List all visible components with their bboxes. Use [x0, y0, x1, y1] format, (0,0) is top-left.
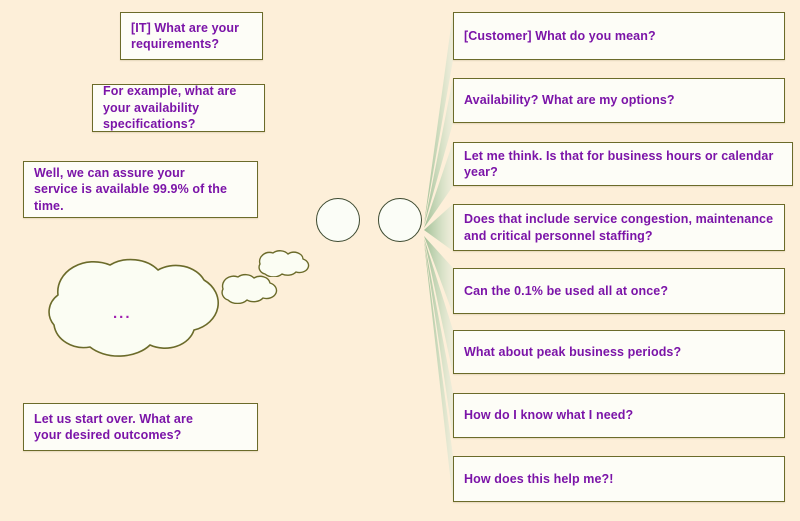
right-speech-box-3[interactable]: Does that include service congestion, ma…: [453, 204, 785, 251]
left-speech-box-1[interactable]: For example, what are your availability …: [92, 84, 265, 132]
thought-cloud-small-far: [258, 250, 310, 277]
right-speech-box-1[interactable]: Availability? What are my options?: [453, 78, 785, 123]
right-speech-text-3: Does that include service congestion, ma…: [464, 212, 774, 243]
right-speech-box-2[interactable]: Let me think. Is that for business hours…: [453, 142, 793, 186]
node-circle-left[interactable]: [316, 198, 360, 242]
thought-cloud-ellipsis: ...: [113, 305, 132, 322]
left-speech-text-1: For example, what are your availability …: [103, 84, 237, 132]
right-speech-text-1: Availability? What are my options?: [464, 93, 675, 108]
right-speech-text-6: How do I know what I need?: [464, 408, 634, 423]
right-speech-text-0: [Customer] What do you mean?: [464, 28, 656, 43]
right-speech-box-6[interactable]: How do I know what I need?: [453, 393, 785, 438]
left-speech-text-3: Let us start over. What are your desired…: [34, 411, 193, 443]
left-speech-text-0: [IT] What are your requirements?: [131, 20, 240, 52]
right-speech-text-2: Let me think. Is that for business hours…: [464, 148, 774, 180]
thought-cloud-small-near: [221, 273, 278, 304]
right-speech-box-0[interactable]: [Customer] What do you mean?: [453, 12, 785, 60]
right-speech-text-4: Can the 0.1% be used all at once?: [464, 283, 669, 298]
left-speech-box-3[interactable]: Let us start over. What are your desired…: [23, 403, 258, 451]
right-speech-box-7[interactable]: How does this help me?!: [453, 456, 785, 502]
left-speech-text-2: Well, we can assure your service is avai…: [34, 165, 227, 213]
node-circle-right[interactable]: [378, 198, 422, 242]
right-speech-box-5[interactable]: What about peak business periods?: [453, 330, 785, 374]
left-speech-box-0[interactable]: [IT] What are your requirements?: [120, 12, 263, 60]
right-speech-text-7: How does this help me?!: [464, 471, 614, 486]
left-speech-box-2[interactable]: Well, we can assure your service is avai…: [23, 161, 258, 218]
thought-cloud-large: [48, 258, 219, 357]
right-speech-text-5: What about peak business periods?: [464, 344, 682, 359]
right-speech-box-4[interactable]: Can the 0.1% be used all at once?: [453, 268, 785, 314]
